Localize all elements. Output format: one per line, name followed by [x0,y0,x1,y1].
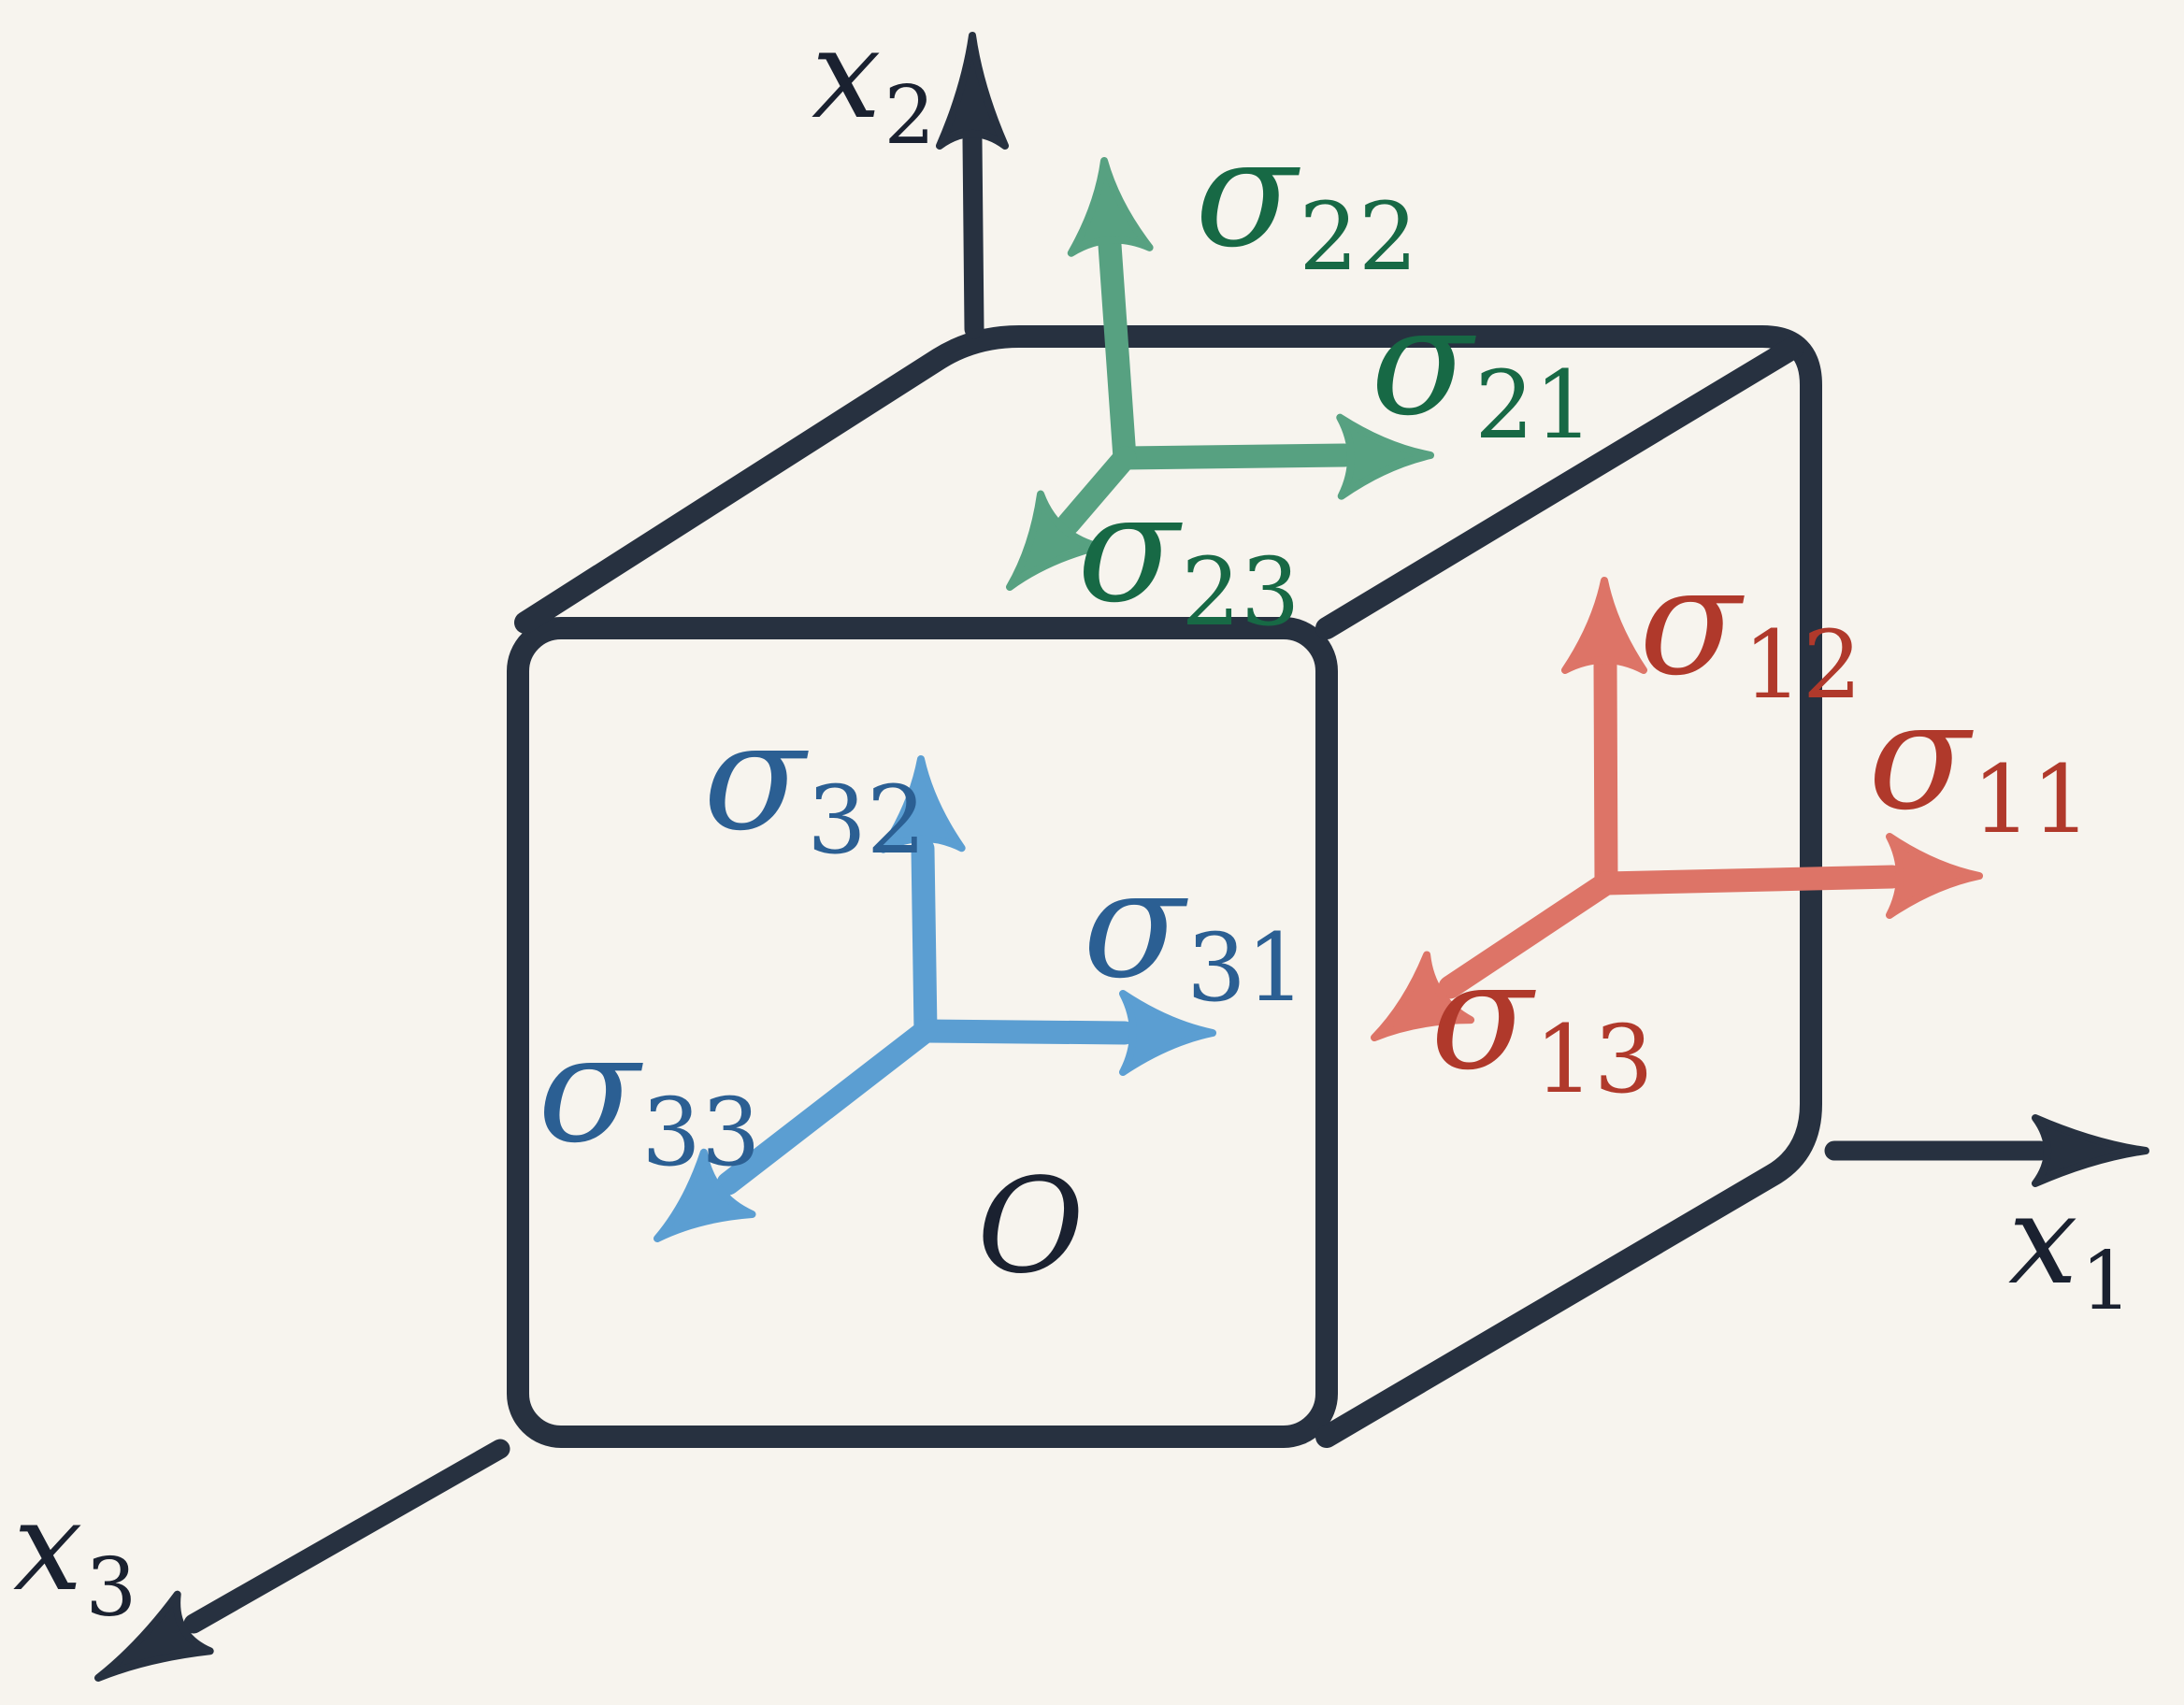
sigma-11-label: σ11 [1868,668,2091,854]
sigma-21-arrow [1113,413,1434,500]
arrow-head [1371,951,1475,1041]
arrow-shaft [913,1019,1137,1045]
sigma-22-arrow [1067,157,1154,470]
x3-axis-arrow [94,1439,510,1682]
arrow-head [1561,577,1647,674]
arrow-head [654,1148,756,1242]
sigma-13-arrow [1371,871,1618,1041]
arrow-shaft [1098,233,1137,470]
sigma-31-label: σ31 [1083,837,1305,1023]
x2-axis-label: x2 [812,3,935,163]
x1-face-stress-arrows [1371,577,1983,1041]
sigma-32-label: σ32 [703,689,926,875]
arrow-shaft [911,837,938,1043]
x1-axis-label: x1 [2008,1168,2132,1328]
x2-face-stress-labels: σ22 σ21 σ23 [1077,106,1593,647]
arrow-head [1006,490,1103,591]
arrow-shaft [716,1019,938,1196]
arrow-shaft [962,130,984,339]
coordinate-axes [94,32,2149,1682]
x3-axis-label: x3 [13,1475,136,1635]
arrow-shaft [1593,653,1618,895]
cube-top-right-edge [1315,337,1804,639]
arrow-head [1119,990,1216,1076]
cube [507,325,1822,1448]
sigma-33-label: σ33 [538,1001,760,1187]
sigma-32-arrow [879,755,966,1043]
arrow-head [936,32,1009,150]
x2-face-stress-arrows [1006,157,1434,591]
arrow-head [1067,157,1154,257]
origin-label: O [977,1151,1085,1303]
sigma-13-label: σ13 [1430,928,1653,1114]
x2-axis-arrow [936,32,1009,339]
sigma-12-label: σ12 [1639,534,1861,720]
x1-face-stress-labels: σ12 σ11 σ13 [1430,534,2091,1114]
sigma-21-label: σ21 [1371,274,1593,460]
cube-front-face [507,617,1338,1448]
sigma-23-arrow [1006,446,1137,591]
sigma-22-label: σ22 [1195,106,1417,292]
arrow-head [2032,1114,2149,1187]
sigma-12-arrow [1561,577,1647,895]
axis-labels: x2 x1 x3 O [13,3,2132,1635]
arrow-head [879,755,966,853]
sigma-31-arrow [913,990,1216,1076]
arrow-shaft [1113,443,1357,470]
x1-axis-arrow [1824,1114,2149,1187]
arrow-shaft [1438,871,1618,999]
sigma-33-arrow [654,1019,938,1242]
arrow-head [1886,833,1983,919]
arrow-shaft [1594,865,1904,895]
sigma-23-label: σ23 [1077,461,1300,647]
sigma-11-arrow [1594,833,1983,919]
arrow-shaft [183,1439,510,1634]
arrow-head [94,1590,214,1682]
x3-face-stress-arrows [654,755,1216,1242]
x3-face-stress-labels: σ32 σ31 σ33 [538,689,1305,1187]
arrow-shaft [1056,446,1137,536]
arrow-head [1336,413,1434,500]
